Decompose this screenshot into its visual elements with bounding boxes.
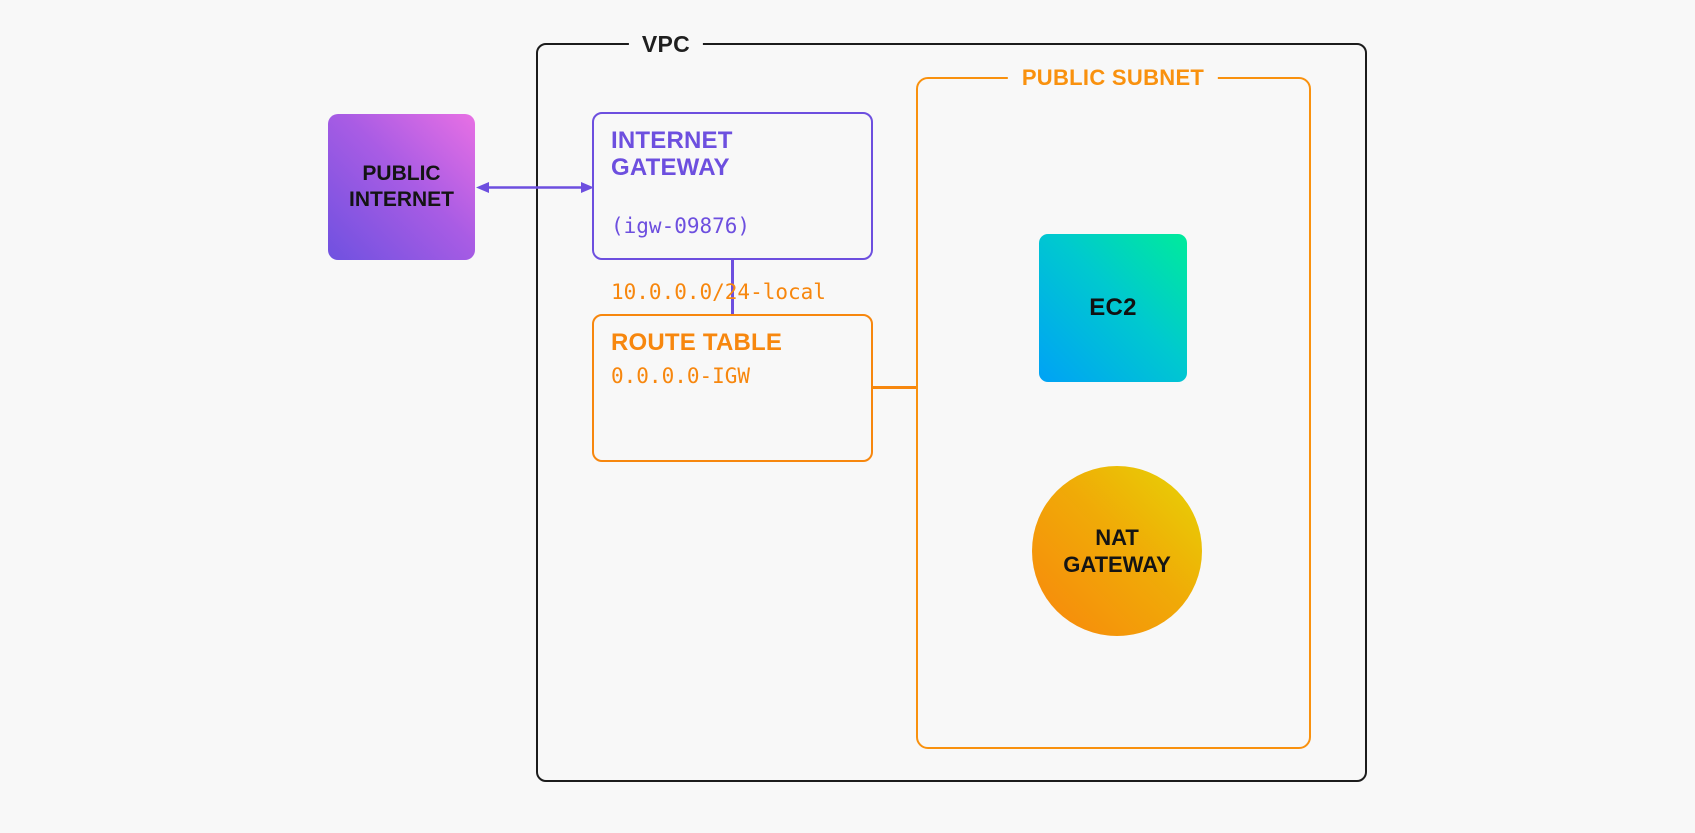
public-subnet-label: PUBLIC SUBNET (1007, 66, 1219, 90)
route-table-subnet-connector (872, 386, 917, 389)
vpc-label: VPC (628, 31, 704, 57)
route-entry-local: 10.0.0.0/24-local (611, 280, 826, 304)
internet-gateway-title: INTERNET GATEWAY (611, 127, 733, 181)
nat-gateway-label: NAT GATEWAY (1063, 525, 1171, 577)
bidirectional-arrow-icon (476, 182, 594, 193)
public-internet-node: PUBLIC INTERNET (328, 114, 475, 260)
ec2-node: EC2 (1039, 234, 1187, 382)
internet-gateway-id: (igw-09876) (611, 214, 751, 238)
route-table-title: ROUTE TABLE (611, 329, 783, 356)
public-internet-label: PUBLIC INTERNET (349, 162, 454, 211)
route-table-node: ROUTE TABLE 10.0.0.0/24-local 0.0.0.0-IG… (592, 280, 873, 462)
internet-gateway-node: INTERNET GATEWAY (igw-09876) (592, 112, 873, 260)
ec2-label: EC2 (1089, 294, 1137, 321)
route-entry-igw: 0.0.0.0-IGW (611, 364, 751, 388)
route-table-entries: 10.0.0.0/24-local 0.0.0.0-IGW (611, 222, 826, 446)
public-subnet-container (916, 77, 1311, 749)
vpc-container (536, 43, 1367, 782)
igw-route-table-connector (731, 260, 734, 315)
nat-gateway-node: NAT GATEWAY (1032, 466, 1202, 636)
